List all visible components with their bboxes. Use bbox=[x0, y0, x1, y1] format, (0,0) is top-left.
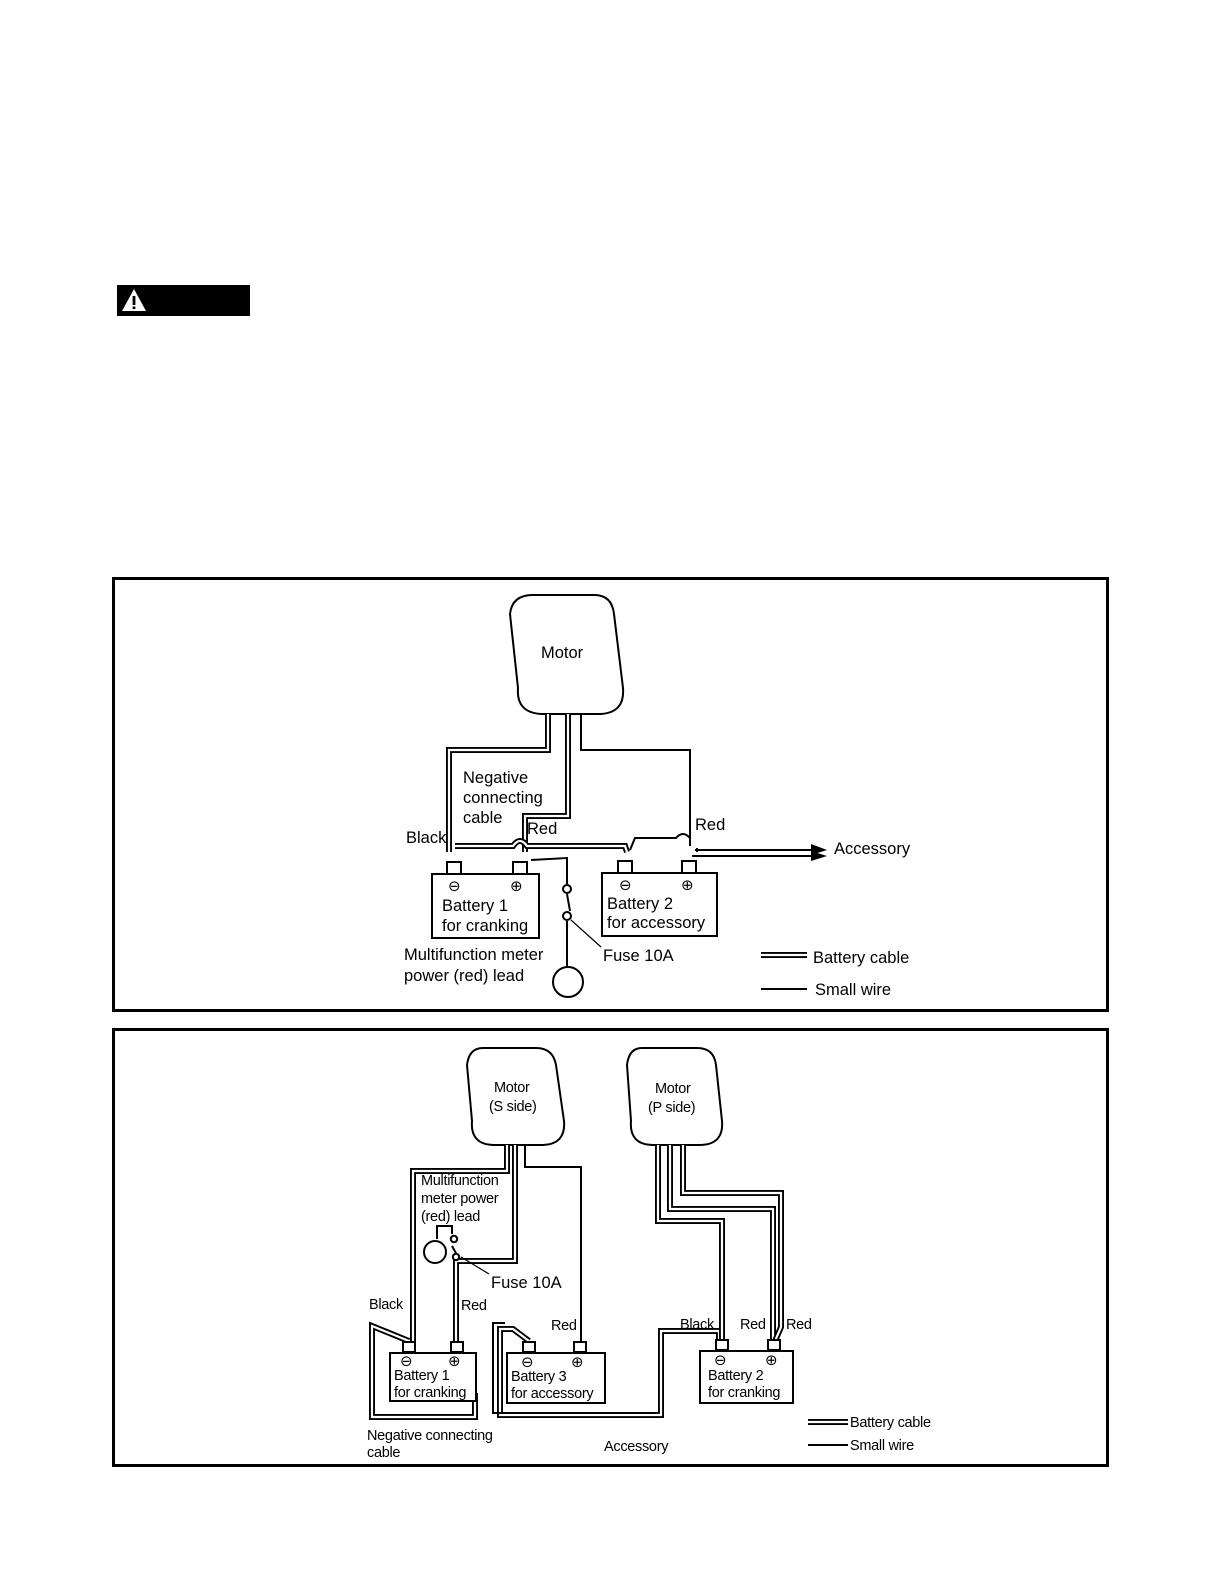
legend-small-wire: Small wire bbox=[850, 1438, 914, 1454]
negative-cable-label: Negative connecting bbox=[367, 1428, 493, 1444]
meter-lead-label: Multifunction meter bbox=[404, 946, 544, 964]
positive-symbol: ⊕ bbox=[571, 1353, 584, 1371]
black-wire-label: Black bbox=[406, 829, 447, 847]
battery-1-label: Battery 1 bbox=[394, 1368, 450, 1384]
single-motor-wiring-diagram: Motor ⊖ ⊕ Battery 1 for cranking ⊖ ⊕ Bat… bbox=[112, 577, 1109, 1012]
negative-symbol: ⊖ bbox=[448, 877, 461, 895]
positive-symbol: ⊕ bbox=[765, 1351, 778, 1369]
black-wire-label: Black bbox=[680, 1317, 715, 1333]
black-wire-label: Black bbox=[369, 1297, 404, 1313]
positive-symbol: ⊕ bbox=[510, 877, 523, 895]
motor-s-sublabel: (S side) bbox=[489, 1099, 537, 1115]
battery-2-negative-terminal bbox=[617, 860, 633, 874]
legend-battery-cable: Battery cable bbox=[850, 1415, 931, 1431]
battery-3-sublabel: for accessory bbox=[511, 1386, 594, 1402]
battery-3-positive-terminal bbox=[573, 1341, 587, 1353]
meter-lead-label: meter power bbox=[421, 1191, 499, 1207]
multifunction-meter-icon bbox=[552, 966, 584, 998]
battery-2-positive-terminal bbox=[767, 1339, 781, 1351]
battery-1-negative-terminal bbox=[446, 861, 462, 875]
battery-1-box bbox=[431, 873, 540, 939]
motor-shape bbox=[508, 594, 625, 715]
small-wires bbox=[436, 1145, 655, 1414]
red-wire-label: Red bbox=[551, 1318, 577, 1334]
motor-p-shape bbox=[625, 1047, 724, 1146]
fuse-label: Fuse 10A bbox=[491, 1274, 562, 1292]
fuse-terminal bbox=[562, 884, 572, 894]
warning-triangle-icon bbox=[122, 289, 146, 311]
multifunction-meter-icon bbox=[423, 1240, 447, 1264]
battery-2-sublabel: for accessory bbox=[607, 914, 706, 932]
accessory-label: Accessory bbox=[834, 840, 911, 858]
accessory-arrow-2 bbox=[811, 851, 827, 861]
red-wire-label: Red bbox=[786, 1317, 812, 1333]
negative-cable-label: cable bbox=[367, 1445, 400, 1461]
legend: Battery cable Small wire bbox=[761, 949, 909, 999]
motor-p-label: Motor bbox=[655, 1081, 691, 1097]
battery-2-box bbox=[601, 872, 718, 937]
accessory-label: Accessory bbox=[604, 1439, 669, 1455]
battery-3-negative-terminal bbox=[522, 1341, 536, 1353]
positive-symbol: ⊕ bbox=[681, 876, 694, 894]
negative-cable-label: cable bbox=[463, 809, 502, 827]
negative-symbol: ⊖ bbox=[521, 1353, 534, 1371]
meter-lead-label: Multifunction bbox=[421, 1173, 499, 1189]
negative-cable-label: connecting bbox=[463, 789, 543, 807]
battery-2-positive-terminal bbox=[681, 860, 697, 874]
fuse-terminal bbox=[562, 911, 572, 921]
motor-label: Motor bbox=[541, 644, 584, 662]
warning-badge bbox=[117, 285, 250, 316]
small-wires bbox=[530, 714, 811, 970]
battery-1-box bbox=[389, 1352, 477, 1402]
legend: Battery cable Small wire bbox=[808, 1415, 931, 1454]
battery-2-negative-terminal bbox=[715, 1339, 729, 1351]
meter-lead-label: (red) lead bbox=[421, 1209, 480, 1225]
battery-1-negative-terminal bbox=[402, 1341, 416, 1353]
legend-small-wire: Small wire bbox=[815, 981, 891, 999]
red-wire-label: Red bbox=[527, 820, 557, 838]
positive-symbol: ⊕ bbox=[448, 1352, 461, 1370]
red-wire-label: Red bbox=[461, 1298, 487, 1314]
negative-cable-label: Negative bbox=[463, 769, 528, 787]
battery-1-positive-terminal bbox=[450, 1341, 464, 1353]
battery-3-label: Battery 3 bbox=[511, 1369, 567, 1385]
motor-p-sublabel: (P side) bbox=[648, 1100, 695, 1116]
battery-2-box bbox=[699, 1350, 794, 1404]
dual-motor-wiring-diagram: Motor (S side) Motor (P side) ⊖ ⊕ Batter… bbox=[112, 1028, 1109, 1467]
negative-symbol: ⊖ bbox=[619, 876, 632, 894]
negative-symbol: ⊖ bbox=[400, 1352, 413, 1370]
battery-2-label: Battery 2 bbox=[607, 895, 673, 913]
fuse-terminal bbox=[449, 1234, 459, 1244]
meter-lead-label: power (red) lead bbox=[404, 967, 524, 985]
red-wire-label: Red bbox=[695, 816, 725, 834]
battery-cables bbox=[369, 1145, 784, 1420]
battery-1-sublabel: for cranking bbox=[442, 917, 528, 935]
battery-1-positive-terminal bbox=[512, 861, 528, 875]
battery-1-label: Battery 1 bbox=[442, 897, 508, 915]
battery-1-sublabel: for cranking bbox=[394, 1385, 466, 1401]
leader-line bbox=[460, 1256, 490, 1275]
red-wire-label: Red bbox=[740, 1317, 766, 1333]
motor-s-shape bbox=[465, 1047, 566, 1146]
fuse-label: Fuse 10A bbox=[603, 947, 674, 965]
battery-cables bbox=[446, 714, 630, 853]
negative-symbol: ⊖ bbox=[714, 1351, 727, 1369]
fuse-terminal bbox=[451, 1252, 461, 1262]
battery-2-sublabel: for cranking bbox=[708, 1385, 780, 1401]
battery-2-label: Battery 2 bbox=[708, 1368, 764, 1384]
battery-3-box bbox=[506, 1352, 606, 1404]
motor-s-label: Motor bbox=[494, 1080, 530, 1096]
leader-line bbox=[570, 919, 602, 948]
legend-battery-cable: Battery cable bbox=[813, 949, 909, 967]
